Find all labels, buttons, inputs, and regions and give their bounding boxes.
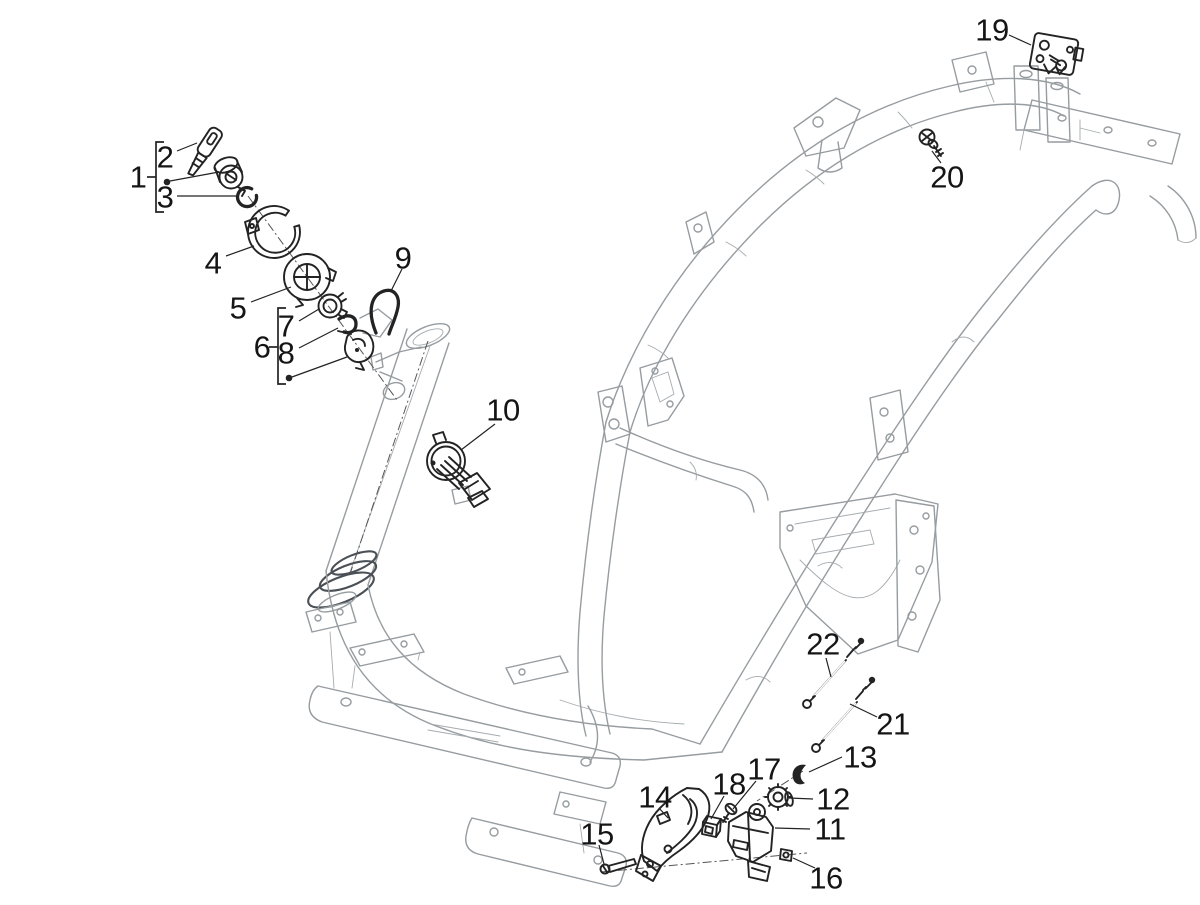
part-12-grommet bbox=[764, 783, 794, 811]
part-9-wire-clip bbox=[369, 288, 401, 336]
part-18-clip-nut bbox=[701, 815, 722, 838]
floorboard-rails bbox=[305, 601, 628, 888]
part-6-lock-housing bbox=[344, 329, 375, 371]
down-tube-tunnel bbox=[325, 485, 723, 763]
part-5-lock-rosette bbox=[283, 253, 337, 308]
part-21-cable bbox=[811, 676, 876, 753]
part-19-seat-latch bbox=[1028, 32, 1085, 76]
upright-brackets bbox=[577, 357, 769, 737]
part-3-washer bbox=[235, 185, 259, 209]
part-16-nut bbox=[779, 848, 793, 862]
part-20-screw bbox=[918, 128, 944, 157]
part-17-screw bbox=[721, 802, 738, 823]
part-14-bracket bbox=[635, 787, 711, 882]
steering-head-tube bbox=[307, 308, 451, 613]
part-13-clip bbox=[792, 764, 806, 785]
part-4-seal-ring bbox=[244, 205, 301, 259]
part-15-screw bbox=[599, 858, 637, 875]
rear-frame-upper-tube bbox=[605, 77, 1081, 433]
group-1-dot bbox=[163, 178, 171, 186]
part-22-cable bbox=[802, 637, 865, 709]
part-7-ring-nut bbox=[317, 292, 348, 319]
group-6-dot bbox=[285, 374, 293, 382]
leader-lines bbox=[163, 34, 1032, 869]
group-bracket-6 bbox=[269, 307, 286, 385]
side-plates bbox=[779, 493, 941, 655]
cross-member bbox=[951, 51, 1197, 243]
part-10-immobilizer-antenna bbox=[426, 431, 491, 508]
rear-frame-lower-tube bbox=[699, 179, 1121, 753]
part-11-seat-lock-actuator bbox=[727, 803, 774, 882]
parts bbox=[187, 32, 1085, 882]
part-2-key bbox=[187, 126, 223, 177]
frame-outline bbox=[305, 51, 1197, 888]
group-bracket-1 bbox=[147, 141, 164, 213]
